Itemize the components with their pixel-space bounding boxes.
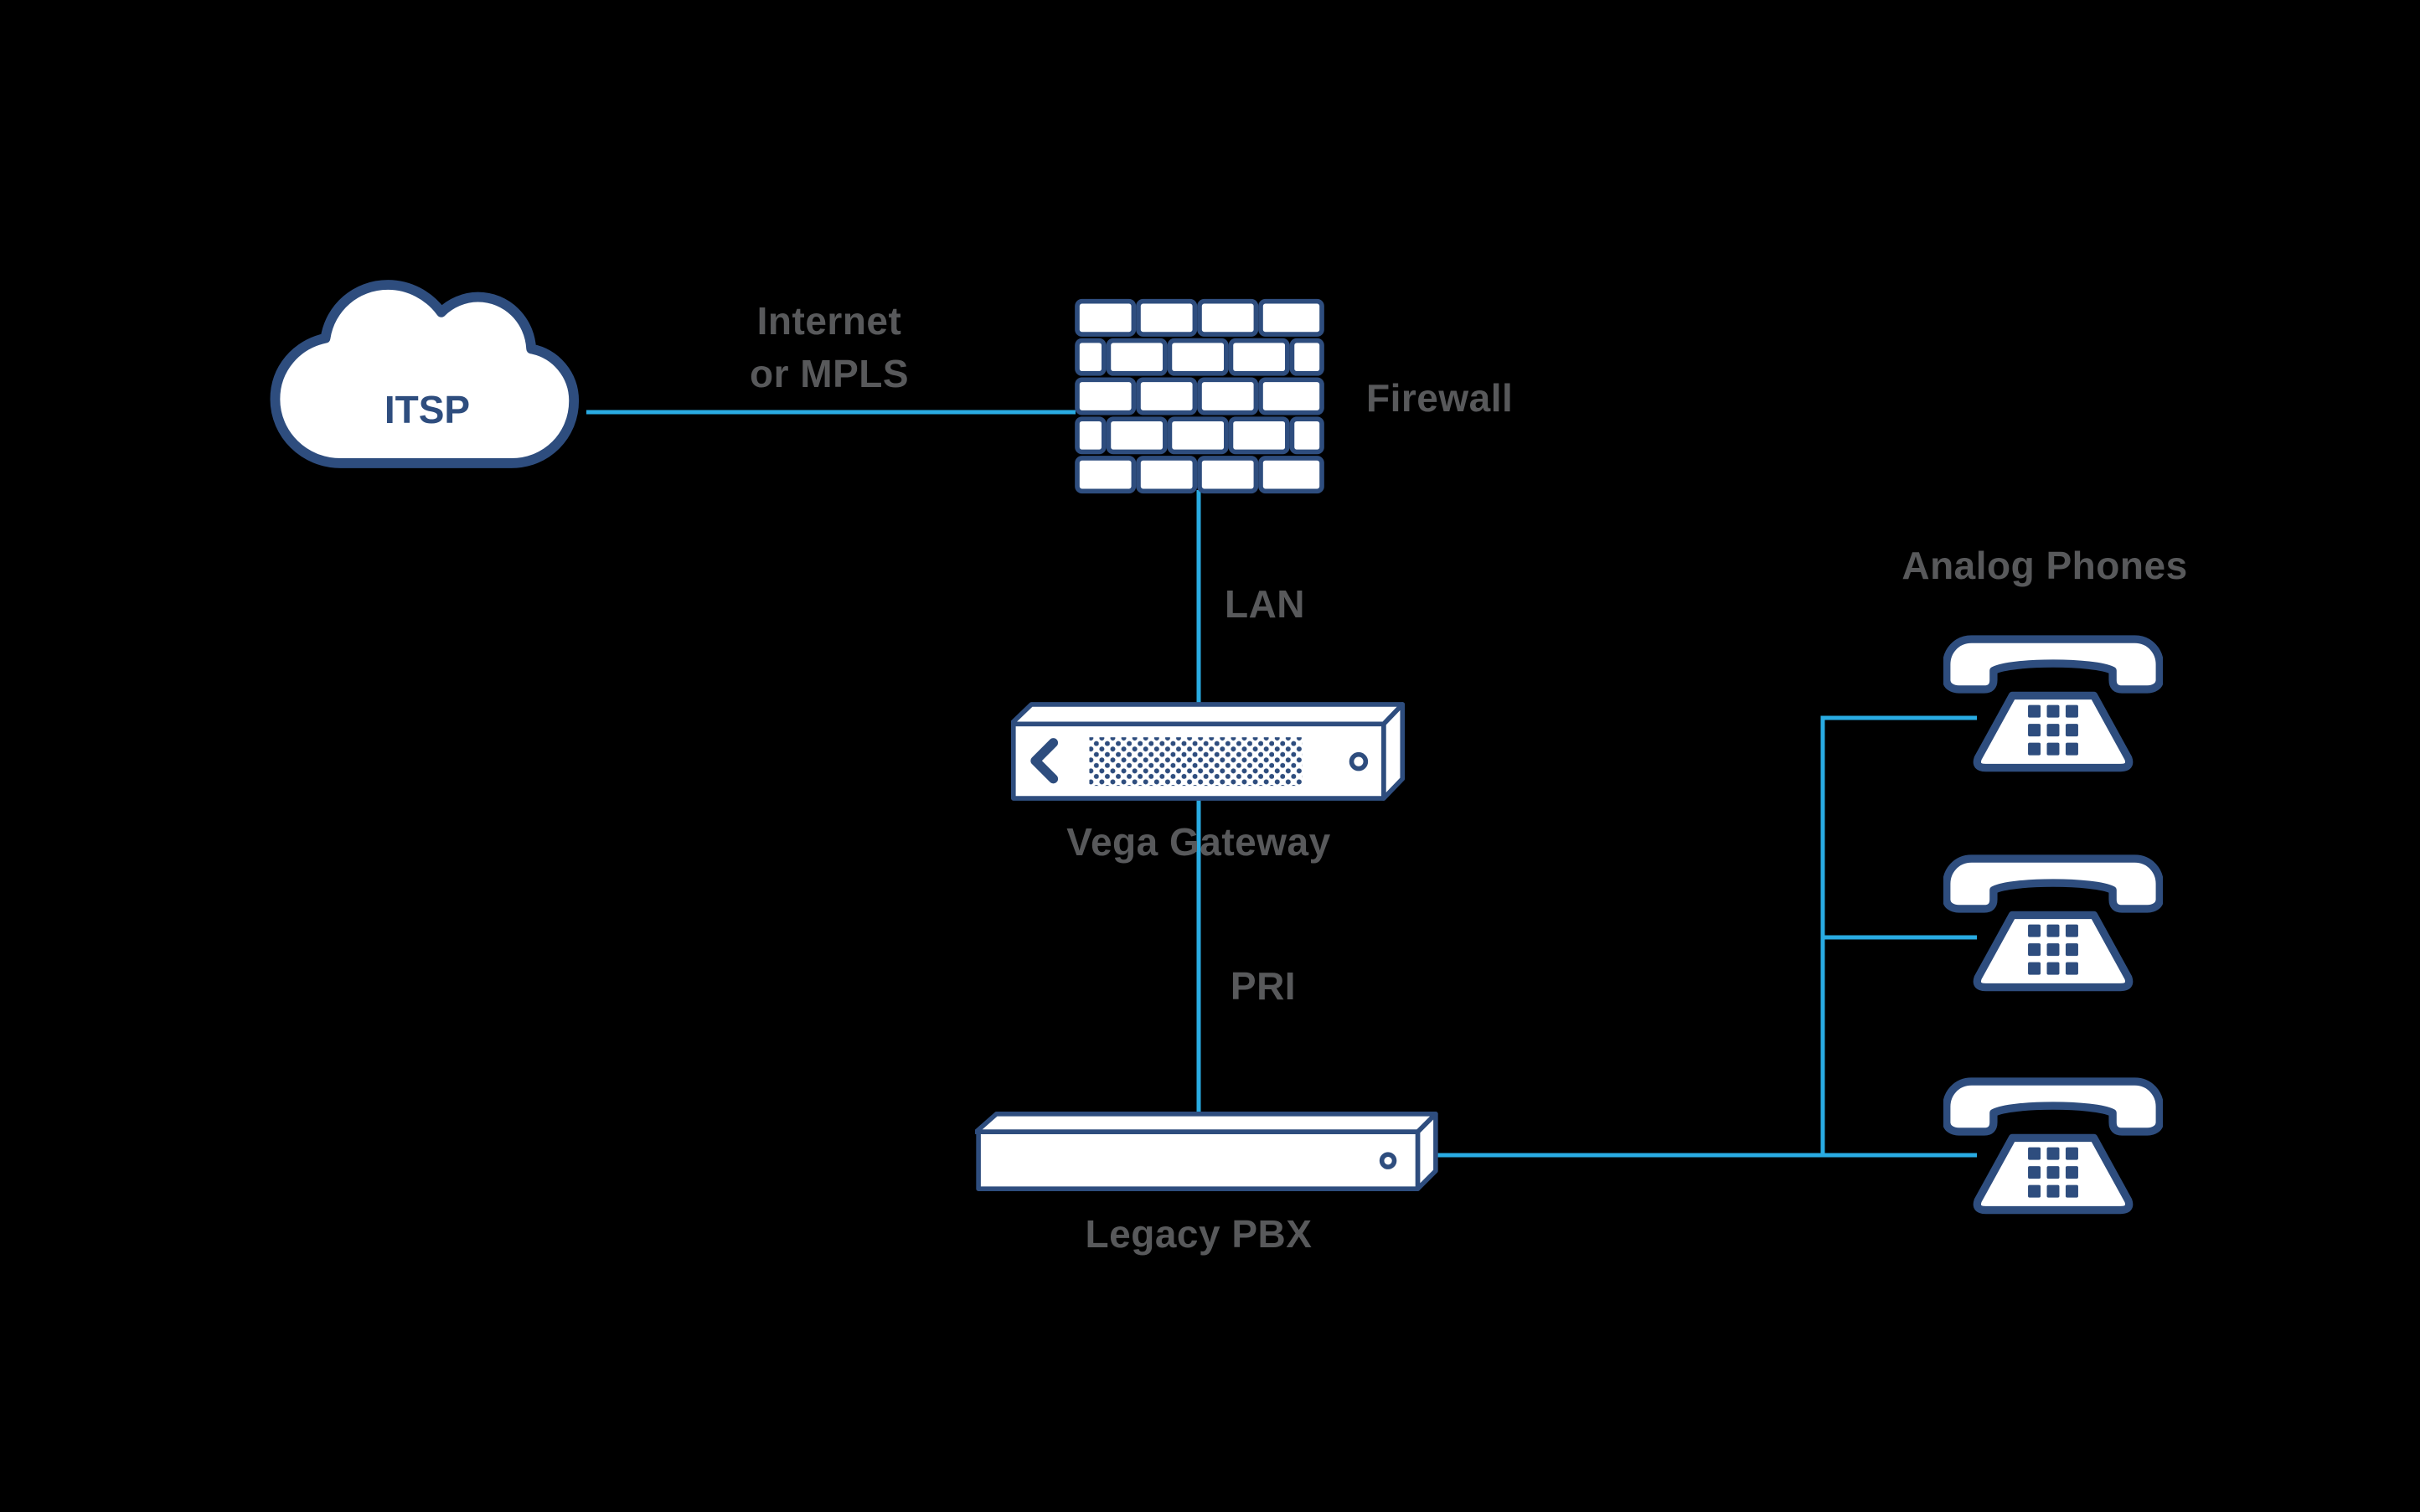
analog-phones-label: Analog Phones — [1901, 544, 2188, 587]
node-vega-gateway — [1011, 702, 1406, 801]
gateway-vent-grille — [1089, 737, 1303, 787]
itsp-label: ITSP — [384, 388, 471, 431]
node-legacy-pbx — [975, 1112, 1439, 1191]
edge-label-internet-mpls: Internet or MPLS — [620, 295, 1039, 400]
node-firewall — [1074, 298, 1325, 494]
phone-icon — [1943, 1077, 2163, 1215]
phone-icon — [1943, 635, 2163, 772]
analog-phone-3 — [1943, 1069, 2163, 1218]
firewall-brick-icon — [1075, 298, 1324, 494]
cloud-icon — [270, 280, 580, 468]
phone-keypad — [2028, 704, 2078, 756]
node-itsp — [255, 268, 624, 497]
connector-phone-bus — [1820, 715, 1977, 1155]
pbx-device-icon — [975, 1112, 1438, 1191]
edge-label-line2: or MPLS — [749, 352, 910, 395]
edge-label-line1: Internet — [756, 299, 902, 343]
gateway-logo-chevron — [1030, 738, 1059, 784]
pbx-chassis — [975, 1112, 1438, 1191]
edge-label-lan: LAN — [1224, 582, 1306, 626]
pbx-led — [1379, 1152, 1397, 1169]
phone-keypad — [2028, 924, 2078, 975]
phone-keypad — [2028, 1147, 2078, 1198]
analog-phone-2 — [1943, 846, 2163, 995]
gateway-led — [1349, 751, 1369, 771]
edge-label-pri: PRI — [1230, 964, 1297, 1008]
gateway-device-icon — [1011, 702, 1406, 801]
analog-phone-1 — [1943, 627, 2163, 776]
legacy-pbx-label: Legacy PBX — [1085, 1212, 1313, 1256]
vega-gateway-label: Vega Gateway — [1066, 820, 1331, 864]
firewall-label: Firewall — [1366, 376, 1514, 420]
firewall-bricks — [1075, 298, 1324, 494]
cloud-shape — [270, 280, 580, 468]
phone-icon — [1943, 854, 2163, 992]
